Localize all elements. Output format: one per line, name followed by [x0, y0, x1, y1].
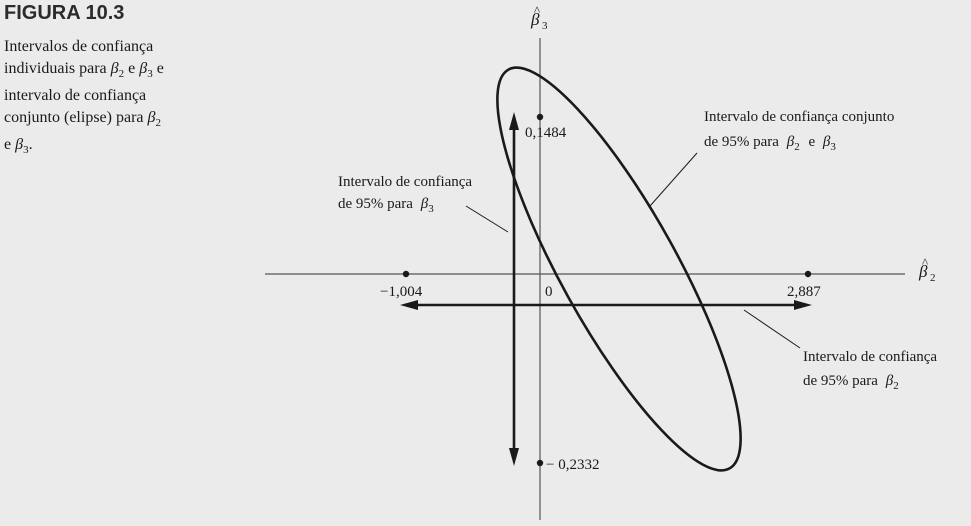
caption-text: .	[28, 136, 33, 154]
beta2-leader-line	[743, 309, 801, 349]
svg-text:^: ^	[922, 255, 928, 270]
svg-text:3: 3	[542, 20, 548, 32]
tick-x-left: −1,004	[380, 284, 423, 300]
joint-leader-line	[649, 152, 698, 207]
beta3-arrow-up	[509, 112, 519, 130]
beta3-arrow-down	[509, 448, 519, 466]
caption-text: e	[4, 136, 16, 154]
x-left-point	[402, 270, 410, 278]
caption-subscript: 2	[155, 116, 161, 129]
caption-greek-symbol: β	[15, 136, 24, 154]
caption-subscript: 3	[23, 144, 29, 157]
svg-text:β: β	[918, 262, 928, 281]
tick-x-origin: 0	[545, 284, 553, 300]
svg-text:Intervalo de confiança: Intervalo de confiança	[803, 349, 937, 365]
svg-text:2: 2	[930, 272, 936, 284]
caption-text: e	[124, 59, 140, 77]
tick-x-right: 2,887	[787, 284, 821, 300]
beta2-arrow-left	[400, 300, 418, 310]
svg-text:Intervalo de confiança conjunt: Intervalo de confiança conjunto	[704, 109, 894, 125]
svg-text:^: ^	[534, 3, 540, 18]
x-axis-label: ^ β 2	[918, 255, 936, 284]
caption-greek-symbol: β	[110, 59, 119, 77]
beta3-interval-annotation: Intervalo de confiança de 95% para β3	[338, 174, 472, 215]
joint-confidence-ellipse	[496, 66, 742, 472]
svg-text:de 95% para β2: de 95% para β2	[803, 373, 899, 392]
caption-text: e intervalo de confiança conjunto (elips…	[4, 59, 164, 126]
svg-text:β: β	[530, 10, 540, 29]
caption-text: Intervalos de confiança individuais para	[4, 38, 154, 77]
y-bottom-point	[536, 459, 544, 467]
caption-subscript: 3	[147, 67, 153, 80]
tick-y-top: 0,1484	[525, 125, 567, 141]
caption-subscript: 2	[118, 67, 125, 80]
beta3-leader-line	[465, 205, 509, 233]
svg-text:de 95% para β3: de 95% para β3	[338, 196, 434, 215]
x-right-point	[804, 270, 812, 278]
svg-text:de 95% para β2 e: de 95% para β2 e β3	[704, 134, 836, 154]
y-top-point	[536, 113, 544, 121]
figure-number: FIGURA 10.3	[4, 2, 125, 24]
svg-text:Intervalo de confiança: Intervalo de confiança	[338, 174, 472, 190]
beta2-interval-annotation: Intervalo de confiança de 95% para β2	[803, 349, 937, 392]
figure-caption: Intervalos de confiança individuais para…	[4, 36, 164, 162]
tick-y-bottom: − 0,2332	[546, 457, 599, 473]
caption-greek-symbol: β	[139, 59, 148, 77]
y-axis-label: ^ β 3	[530, 3, 548, 32]
caption-greek-symbol: β	[147, 108, 156, 126]
beta2-arrow-right	[794, 300, 812, 310]
joint-interval-annotation: Intervalo de confiança conjunto de 95% p…	[704, 109, 894, 154]
